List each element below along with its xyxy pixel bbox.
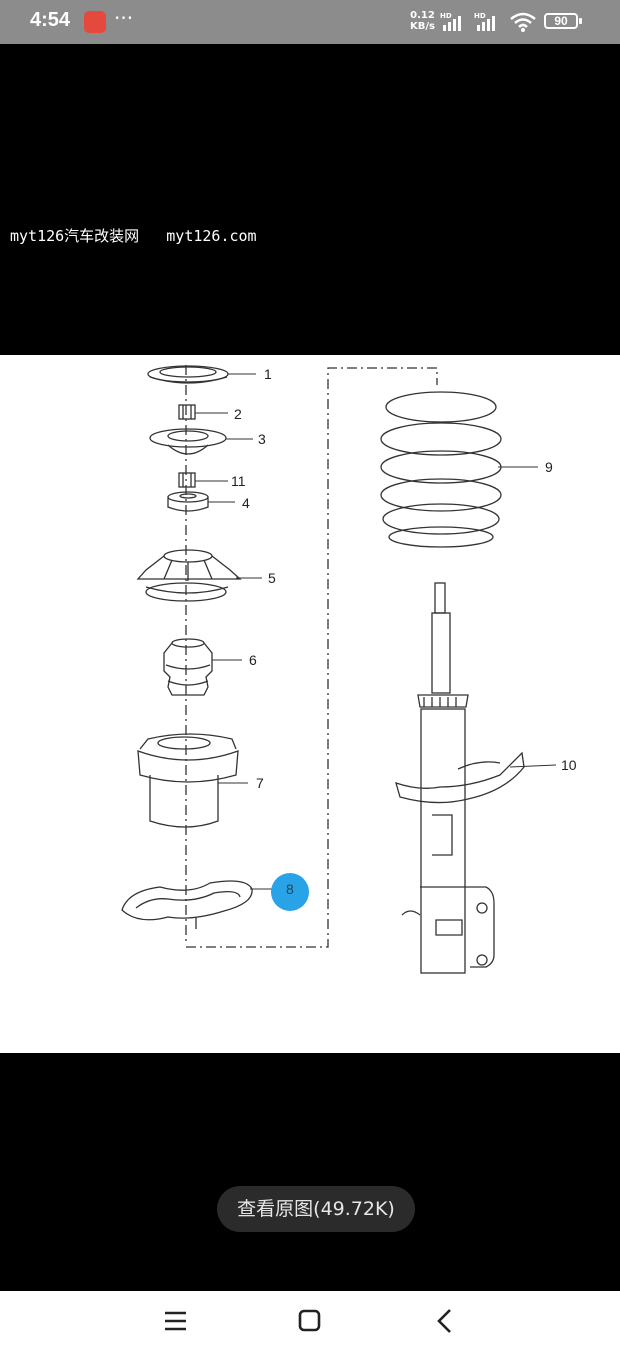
battery-icon: 90: [544, 13, 578, 29]
back-icon[interactable]: [425, 1305, 465, 1337]
callout-1: 1: [264, 366, 272, 382]
part-10-strut-body: [395, 582, 525, 974]
part-6-bump-stop: [163, 638, 213, 696]
leader-lines: [195, 373, 557, 890]
callout-5: 5: [268, 570, 276, 586]
part-11-nut: [178, 472, 196, 488]
network-speed: 0.12 KB/s: [410, 10, 435, 32]
part-4-bushing: [167, 491, 209, 512]
part-8-lower-spring-seat: [121, 880, 253, 929]
network-speed-value: 0.12: [410, 10, 435, 21]
battery-tip: [579, 18, 582, 24]
callout-3: 3: [258, 431, 266, 447]
part-2-nut: [178, 404, 196, 420]
suspension-diagram-image[interactable]: 1 2 3 11 4 5 6 7 8 9 10: [0, 355, 620, 1053]
view-original-button[interactable]: 查看原图(49.72K): [217, 1186, 415, 1232]
signal-strength-icon: HD: [440, 12, 461, 31]
callout-2: 2: [234, 406, 242, 422]
callout-7: 7: [256, 775, 264, 791]
home-icon[interactable]: [290, 1305, 330, 1337]
signal-hd-label: HD: [440, 12, 452, 20]
part-3-mount: [149, 428, 227, 455]
assembly-boundary: [186, 367, 438, 948]
status-time: 4:54: [30, 9, 71, 31]
more-notifications-icon: ···: [114, 6, 134, 30]
exploded-view-drawing: [121, 365, 557, 974]
part-9-coil-spring: [380, 391, 502, 548]
callout-4: 4: [242, 495, 250, 511]
status-bar: 4:54 ··· 0.12 KB/s HD HD 90: [0, 0, 620, 44]
watermark-text: myt126汽车改装网 myt126.com: [10, 227, 257, 245]
app-notification-icon: [84, 11, 106, 33]
part-7-spring-seat: [137, 733, 239, 828]
wifi-icon: [510, 12, 536, 32]
part-5-bearing-seat: [136, 549, 242, 602]
callout-11: 11: [231, 473, 246, 489]
callout-6: 6: [249, 652, 257, 668]
highlight-marker: [271, 873, 309, 911]
network-speed-unit: KB/s: [410, 21, 435, 32]
navigation-bar: [0, 1291, 620, 1349]
battery-level: 90: [554, 14, 568, 28]
callout-8: 8: [286, 881, 294, 897]
signal-hd-label-2: HD: [474, 12, 486, 20]
part-1-top-cap: [147, 365, 229, 384]
callout-10: 10: [561, 757, 577, 773]
menu-icon[interactable]: [155, 1305, 195, 1337]
callout-9: 9: [545, 459, 553, 475]
signal-strength-2-icon: HD: [474, 12, 495, 31]
